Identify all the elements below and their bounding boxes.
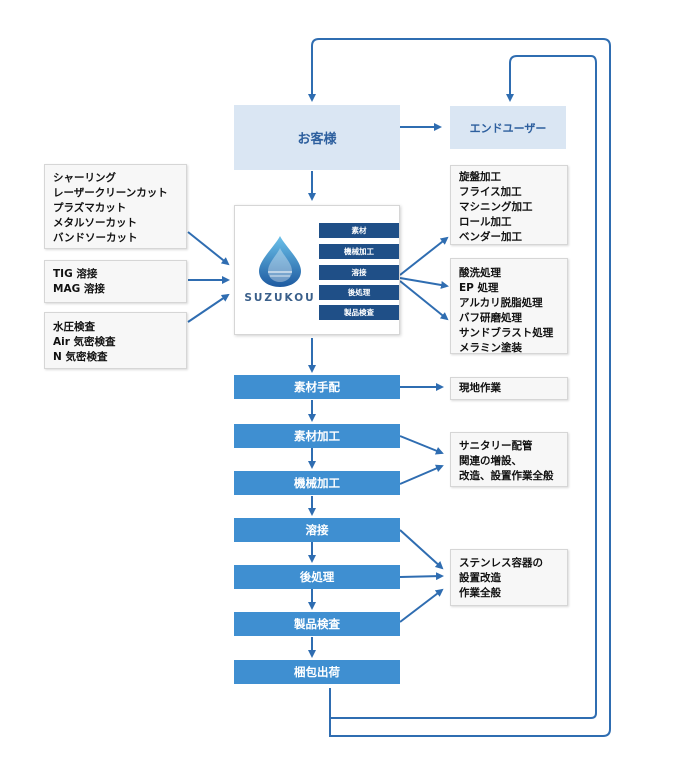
customer-label: お客様 bbox=[297, 132, 337, 147]
step-material-processing: 素材加工 bbox=[234, 424, 400, 448]
service-tag: 機械加工 bbox=[319, 244, 399, 259]
welding-types-box: TIG 溶接 MAG 溶接 bbox=[44, 260, 187, 303]
machining-item: マシニング加工 bbox=[459, 201, 533, 213]
step-label: 後処理 bbox=[299, 570, 335, 584]
step-label: 製品検査 bbox=[294, 617, 340, 631]
end-user-label: エンドユーザー bbox=[469, 121, 547, 135]
sanitary-item: 改造、設置作業全般 bbox=[459, 470, 554, 482]
step-label: 梱包出荷 bbox=[294, 665, 340, 679]
company-logo-text: SUZUKOU bbox=[244, 292, 316, 304]
step-packing-shipping: 梱包出荷 bbox=[234, 660, 400, 684]
cutting-item: シャーリング bbox=[53, 172, 116, 184]
arrow-step5-to-stainless bbox=[399, 572, 444, 581]
cutting-item: バンドソーカット bbox=[53, 232, 138, 244]
loop-arrow-inner bbox=[329, 55, 597, 719]
arrow-step3-to-sanitary bbox=[399, 464, 444, 485]
cutting-item: プラズマカット bbox=[53, 202, 127, 214]
arrow-inspection-to-company bbox=[187, 293, 230, 323]
cutting-item: メタルソーカット bbox=[53, 217, 137, 229]
treatment-item: アルカリ脱脂処理 bbox=[459, 297, 543, 309]
machining-item: ベンダー加工 bbox=[459, 231, 522, 243]
treatment-box: 酸洗処理 EP 処理 アルカリ脱脂処理 バフ研磨処理 サンドブラスト処理 メラミ… bbox=[450, 258, 568, 354]
arrow-company-to-machining bbox=[399, 236, 449, 276]
treatment-item: 酸洗処理 bbox=[459, 267, 501, 279]
machining-box: 旋盤加工 フライス加工 マシニング加工 ロール加工 ベンダー加工 bbox=[450, 165, 568, 245]
treatment-item: バフ研磨処理 bbox=[459, 312, 522, 324]
machining-item: ロール加工 bbox=[459, 216, 512, 228]
cutting-box: シャーリング レーザークリーンカット プラズマカット メタルソーカット バンドソ… bbox=[44, 164, 187, 249]
company-box: SUZUKOU 素材 機械加工 溶接 後処理 製品検査 bbox=[234, 205, 400, 335]
inspection-item: N 気密検査 bbox=[53, 351, 108, 363]
step-label: 素材加工 bbox=[294, 429, 340, 443]
inspection-item: 水圧検査 bbox=[53, 321, 95, 333]
arrow-company-to-treatment-2 bbox=[399, 280, 449, 321]
welding-type-item: MAG 溶接 bbox=[53, 283, 105, 295]
treatment-item: EP 処理 bbox=[459, 282, 499, 294]
onsite-box: 現地作業 bbox=[450, 377, 568, 400]
loop-arrow-outer bbox=[308, 38, 611, 737]
arrow-step4-to-stainless bbox=[399, 529, 444, 570]
end-user-box: エンドユーザー bbox=[450, 106, 566, 149]
stainless-item: 作業全般 bbox=[459, 587, 501, 599]
sanitary-box: サニタリー配管 関連の増設、 改造、設置作業全般 bbox=[450, 432, 568, 487]
step-inspection: 製品検査 bbox=[234, 612, 400, 636]
arrow-cutting-to-company bbox=[187, 231, 230, 266]
sanitary-item: 関連の増設、 bbox=[459, 455, 522, 467]
step-label: 素材手配 bbox=[294, 380, 340, 394]
arrow-step6-to-stainless bbox=[399, 588, 444, 623]
inspection-box: 水圧検査 Air 気密検査 N 気密検査 bbox=[44, 312, 187, 369]
arrow-company-to-treatment-1 bbox=[399, 277, 449, 289]
step-post-treatment: 後処理 bbox=[234, 565, 400, 589]
water-drop-logo-icon bbox=[259, 236, 301, 287]
step-label: 溶接 bbox=[305, 523, 329, 537]
service-tag: 後処理 bbox=[319, 285, 399, 300]
arrow-step2-to-sanitary bbox=[399, 435, 444, 455]
stainless-box: ステンレス容器の 設置改造 作業全般 bbox=[450, 549, 568, 606]
stainless-item: 設置改造 bbox=[459, 572, 501, 584]
treatment-item: メラミン塗装 bbox=[459, 342, 522, 354]
treatment-item: サンドブラスト処理 bbox=[459, 327, 554, 339]
cutting-item: レーザークリーンカット bbox=[53, 187, 168, 199]
step-label: 機械加工 bbox=[294, 476, 340, 490]
machining-item: フライス加工 bbox=[459, 186, 522, 198]
step-welding: 溶接 bbox=[234, 518, 400, 542]
service-tag: 素材 bbox=[319, 223, 399, 238]
service-tag: 溶接 bbox=[319, 265, 399, 280]
onsite-item: 現地作業 bbox=[459, 382, 501, 394]
stainless-item: ステンレス容器の bbox=[459, 557, 543, 569]
inspection-item: Air 気密検査 bbox=[53, 336, 116, 348]
step-material-procurement: 素材手配 bbox=[234, 375, 400, 399]
customer-box: お客様 bbox=[234, 105, 400, 170]
welding-type-item: TIG 溶接 bbox=[53, 268, 98, 280]
step-machining: 機械加工 bbox=[234, 471, 400, 495]
sanitary-item: サニタリー配管 bbox=[459, 440, 533, 452]
service-tag: 製品検査 bbox=[319, 305, 399, 320]
machining-item: 旋盤加工 bbox=[459, 171, 501, 183]
